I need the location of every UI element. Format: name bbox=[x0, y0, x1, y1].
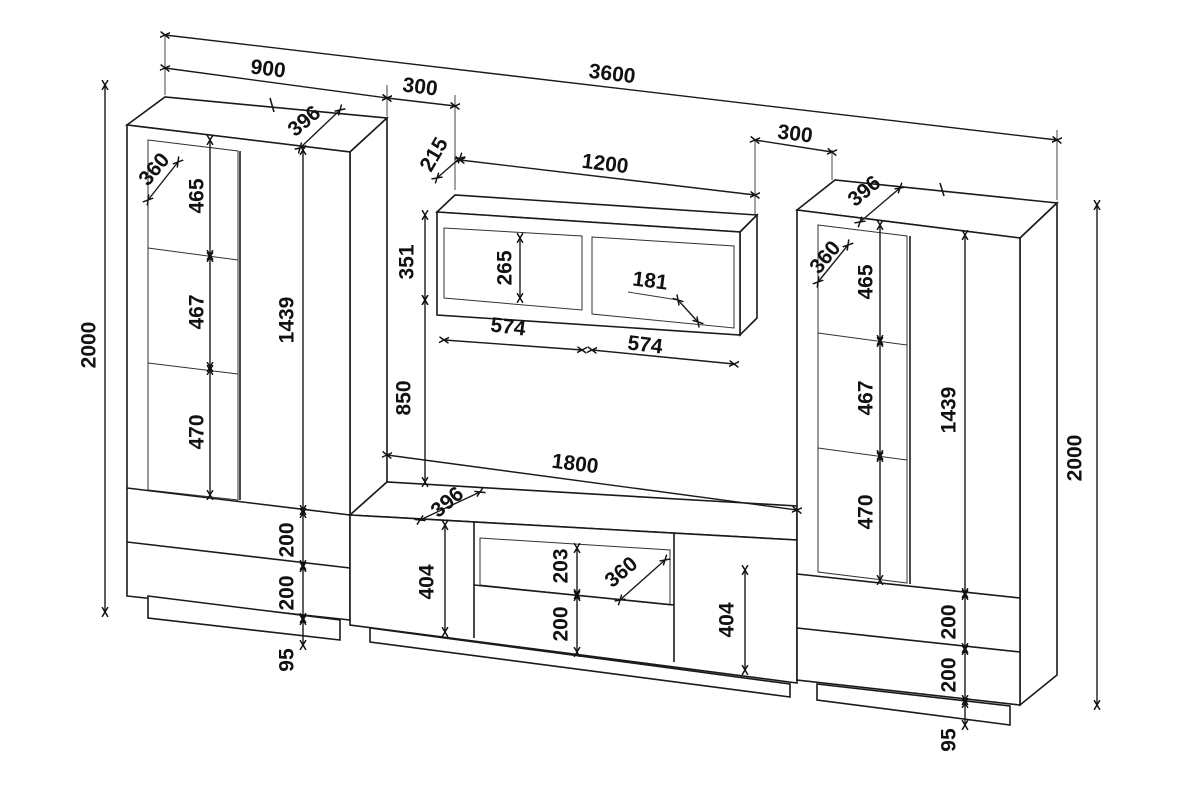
dim-shelf-section-2: 574 bbox=[626, 332, 664, 359]
dim-left-width: 900 bbox=[249, 56, 287, 83]
dim-right-total-height: 2000 bbox=[1064, 435, 1087, 482]
dim-left-door-height: 1439 bbox=[276, 297, 299, 344]
dim-right-drawer-1: 200 bbox=[938, 604, 961, 639]
dimension-lines bbox=[105, 35, 1097, 725]
dim-shelf-width: 1200 bbox=[581, 150, 630, 179]
dim-right-shelf-1: 465 bbox=[855, 264, 878, 299]
dim-left-drawer-2: 200 bbox=[276, 575, 299, 610]
dim-gap-right: 300 bbox=[776, 121, 814, 148]
dim-stand-drawer: 200 bbox=[550, 606, 573, 641]
wall-shelf bbox=[435, 194, 759, 337]
dim-right-drawer-2: 200 bbox=[938, 657, 961, 692]
dim-total-width: 3600 bbox=[588, 60, 637, 89]
dim-left-shelf-3: 470 bbox=[186, 414, 209, 449]
dim-shelf-inner-depth: 181 bbox=[631, 268, 669, 295]
dim-left-plinth: 95 bbox=[276, 648, 299, 672]
left-cabinet bbox=[124, 96, 389, 641]
dim-left-drawer-1: 200 bbox=[276, 522, 299, 557]
dim-shelf-inner-height: 265 bbox=[494, 250, 517, 285]
dim-right-plinth: 95 bbox=[938, 728, 961, 752]
dim-shelf-section-1: 574 bbox=[489, 314, 527, 341]
dim-shelf-height: 351 bbox=[396, 244, 419, 279]
dim-right-door-height: 1439 bbox=[938, 387, 961, 434]
dim-stand-height-right: 404 bbox=[716, 602, 739, 637]
dim-right-shelf-3: 470 bbox=[855, 494, 878, 529]
dim-stand-height-left: 404 bbox=[416, 564, 439, 599]
dim-left-shelf-2: 467 bbox=[186, 294, 209, 329]
dim-left-shelf-1: 465 bbox=[186, 178, 209, 213]
dimension-labels: 900 300 3600 396 360 465 467 470 1439 20… bbox=[78, 56, 1087, 752]
dim-shelf-mount-height: 850 bbox=[393, 380, 416, 415]
dim-gap-left: 300 bbox=[401, 74, 439, 101]
dim-right-shelf-2: 467 bbox=[855, 380, 878, 415]
dim-stand-niche-height: 203 bbox=[550, 548, 573, 583]
dim-stand-width: 1800 bbox=[551, 450, 600, 479]
dim-left-total-height: 2000 bbox=[78, 322, 101, 369]
